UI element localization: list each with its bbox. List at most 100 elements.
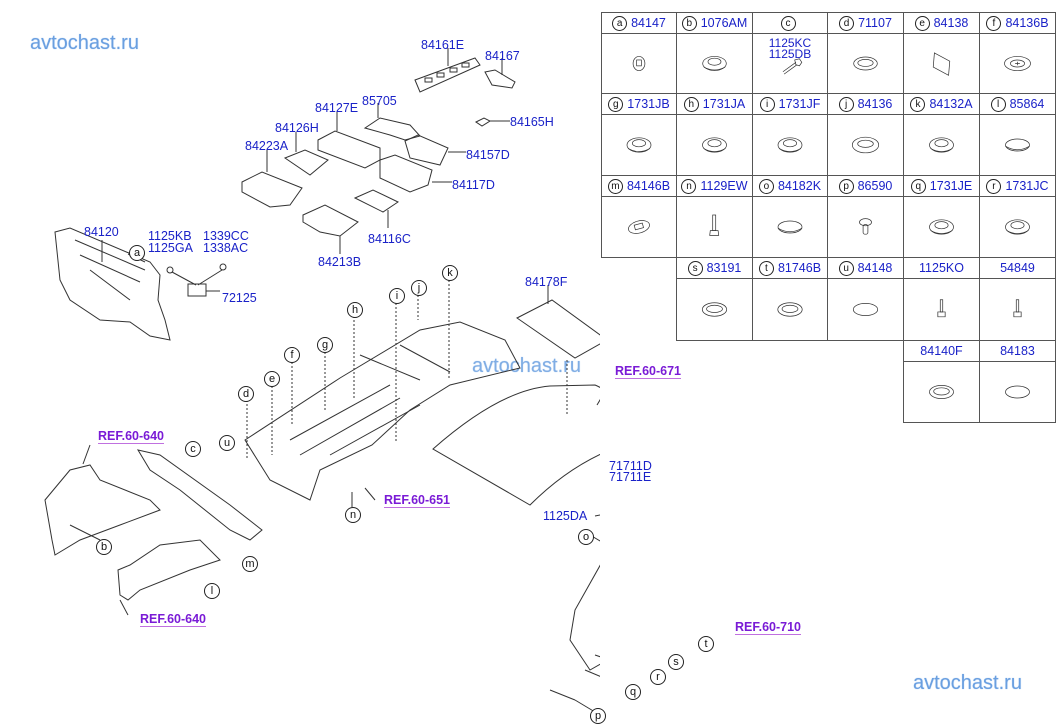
part-label-84127E: 84127E: [315, 101, 359, 115]
callout-q[interactable]: q: [625, 684, 641, 700]
part-label-84178F: 84178F: [525, 275, 568, 289]
part-label-84167: 84167: [485, 49, 520, 63]
part-number: 1731JA: [702, 97, 746, 111]
callout-s[interactable]: s: [668, 654, 684, 670]
plug-icon: [904, 197, 979, 257]
parts-table-cell[interactable]: 84140F: [903, 340, 980, 423]
grommet-cap-icon: [602, 34, 676, 93]
callout-letter: j: [838, 96, 854, 112]
callout-u[interactable]: u: [219, 435, 235, 451]
callout-a[interactable]: a: [129, 245, 145, 261]
parts-table-cell-header: 54849: [980, 258, 1055, 279]
callout-l[interactable]: l: [204, 583, 220, 599]
callout-e[interactable]: e: [264, 371, 280, 387]
callout-letter: n: [681, 178, 697, 194]
callout-letter: k: [910, 96, 926, 112]
callout-f[interactable]: f: [284, 347, 300, 363]
callout-letter: f: [986, 15, 1002, 31]
part-number: 84132A: [929, 97, 973, 111]
part-number: 71107: [858, 16, 892, 30]
part-label-84157D: 84157D: [466, 148, 510, 162]
part-number: 84146B: [626, 179, 671, 193]
ref-link-60-710[interactable]: REF.60-710: [735, 620, 802, 635]
part-label-84165H: 84165H: [510, 115, 554, 129]
callout-k[interactable]: k: [442, 265, 458, 281]
ref-link-60-640-bottom[interactable]: REF.60-640: [140, 612, 207, 627]
callout-b[interactable]: b: [96, 539, 112, 555]
part-number: 1731JC: [1005, 179, 1049, 193]
part-label-1338AC: 1338AC: [203, 241, 249, 255]
callout-o[interactable]: o: [578, 529, 594, 545]
fasteners-72125: [166, 263, 227, 297]
callout-letter: l: [990, 96, 1006, 112]
plug-icon: [904, 115, 979, 175]
callout-n[interactable]: n: [345, 507, 361, 523]
ref-link-60-640-top[interactable]: REF.60-640: [98, 429, 165, 444]
part-number: 1731JB: [627, 97, 670, 111]
parts-table-cell-header: 84140F: [904, 341, 979, 362]
parts-table-cell[interactable]: 54849: [979, 257, 1056, 341]
cross-plug-icon: [980, 34, 1055, 93]
callout-m[interactable]: m: [242, 556, 258, 572]
callout-t[interactable]: t: [698, 636, 714, 652]
pad-84116C: [353, 189, 400, 228]
part-number: 84182K: [777, 179, 822, 193]
parts-table-cell[interactable]: 1125KO: [903, 257, 980, 341]
parts-table-cell[interactable]: 84183: [979, 340, 1056, 423]
side-outer-panel: [569, 514, 600, 671]
callout-i[interactable]: i: [389, 288, 405, 304]
callout-d[interactable]: d: [238, 386, 254, 402]
floor-panel: [226, 280, 521, 507]
pad-84167: [484, 58, 516, 89]
callout-letter: p: [838, 178, 854, 194]
callout-letter: u: [838, 260, 854, 276]
ref-link-60-651[interactable]: REF.60-651: [384, 493, 451, 508]
ref-link-60-671[interactable]: REF.60-671: [615, 364, 682, 379]
part-number: 84140F: [920, 344, 963, 358]
part-number: 83191: [706, 261, 742, 275]
callout-c[interactable]: c: [185, 441, 201, 457]
dash-lower-c: [136, 449, 263, 541]
pad-85705: [363, 103, 466, 166]
part-number: 86590: [857, 179, 893, 193]
callout-r[interactable]: r: [650, 669, 666, 685]
callout-g[interactable]: g: [317, 337, 333, 353]
part-label-84213B: 84213B: [318, 255, 362, 269]
parts-table-cell-header: c: [753, 13, 827, 34]
callout-j[interactable]: j: [411, 280, 427, 296]
pad-84161E: [414, 48, 481, 93]
part-label-1125KB: 1125KB: [148, 229, 192, 243]
callout-p[interactable]: p: [590, 708, 606, 724]
oval-icon: [828, 279, 903, 340]
callout-letter: s: [687, 260, 703, 276]
part-label-84120: 84120: [84, 225, 119, 239]
front-side-member-left: [44, 464, 161, 556]
callout-h[interactable]: h: [347, 302, 363, 318]
callout-letter: t: [758, 260, 774, 276]
